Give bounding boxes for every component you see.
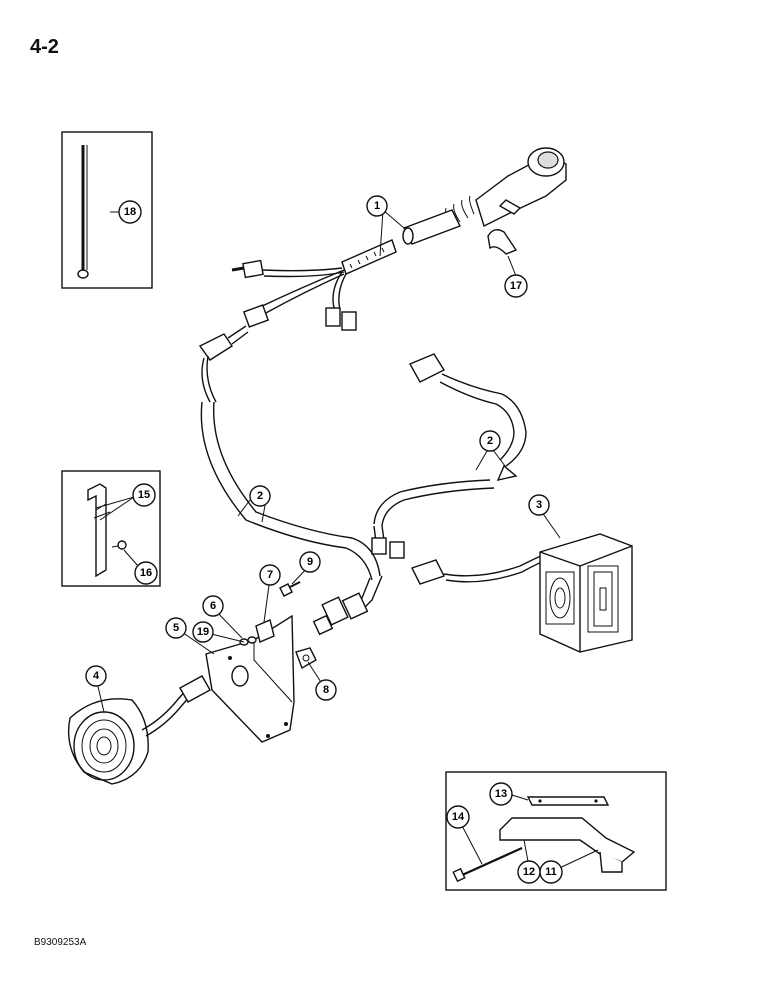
callout-6-label: 6 [210,600,216,612]
callout-2-right-label: 2 [487,435,493,447]
callout-3: 3 [528,494,550,516]
callout-19-label: 19 [197,626,209,638]
callout-2-left-label: 2 [257,490,263,502]
round-lamp [67,675,211,785]
inset-bracket [61,470,161,587]
callout-15: 15 [132,483,156,507]
callout-2-left: 2 [249,485,271,507]
callout-4: 4 [85,665,107,687]
callout-1-label: 1 [374,200,380,212]
callout-16-label: 16 [140,567,152,579]
callout-6: 6 [202,595,224,617]
harness-sheath [257,239,397,315]
lower-connectors [312,592,369,636]
callout-17-label: 17 [510,280,522,292]
callout-14-label: 14 [452,811,465,823]
leader-lines [95,209,599,873]
callout-19: 19 [192,621,214,643]
callout-12-label: 12 [523,866,535,878]
callout-9-label: 9 [307,556,313,568]
page-number: 4-2 [30,36,59,58]
large-lamp [539,533,633,653]
mounting-bracket [205,614,295,743]
callout-18: 18 [118,200,142,224]
callout-3-label: 3 [536,499,542,511]
clamp [487,229,518,255]
figure-code: B9309253A [34,937,87,948]
callout-2-right: 2 [479,430,501,452]
callout-15-label: 15 [138,489,150,501]
callout-5-label: 5 [173,622,179,634]
callout-7-label: 7 [267,569,273,581]
inset-cable-tie [61,131,153,289]
callout-9: 9 [299,551,321,573]
callout-4-label: 4 [93,670,100,682]
callout-11-label: 11 [545,866,557,878]
callout-5: 5 [165,617,187,639]
callout-8: 8 [315,679,337,701]
callout-17: 17 [504,274,528,298]
callout-11: 11 [539,860,563,884]
callout-18-label: 18 [124,206,136,218]
callout-14: 14 [446,805,470,829]
right-cable [371,353,553,585]
harness-plugs [231,259,357,331]
left-cable [198,325,383,613]
callout-13-label: 13 [495,788,507,800]
callout-8-label: 8 [323,684,329,696]
callout-16: 16 [134,561,158,585]
callout-12: 12 [517,860,541,884]
callout-13: 13 [489,782,513,806]
callout-1: 1 [366,195,388,217]
hardware [239,581,317,670]
inset-plates [445,771,667,891]
callout-7: 7 [259,564,281,586]
trailer-socket [402,147,567,245]
